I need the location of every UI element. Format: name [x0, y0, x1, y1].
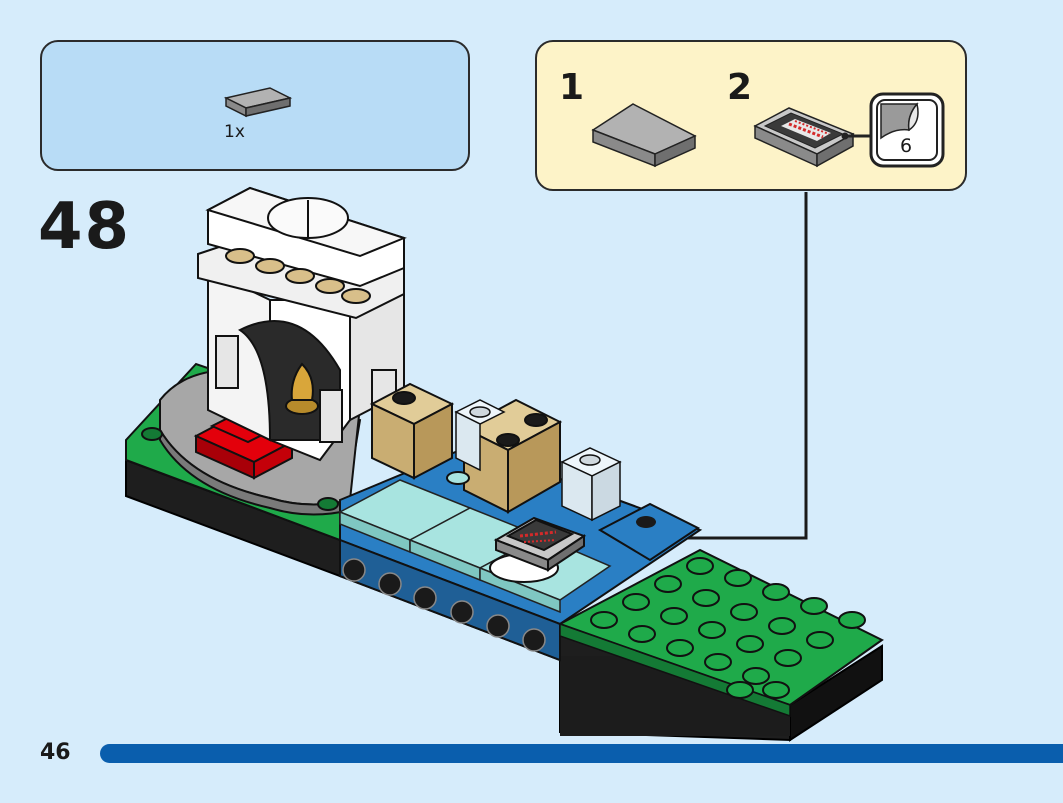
callout-illustration [591, 92, 945, 168]
new-printed-tile [489, 516, 587, 583]
part-quantity: 1x [224, 122, 245, 142]
sub-step-number: 2 [727, 67, 753, 108]
grey-tile-1x2-icon [591, 103, 697, 168]
eternal-flame [285, 362, 319, 415]
grey-tile-1x2-icon [223, 87, 293, 118]
sticker-number: 6 [900, 135, 913, 157]
printed-tile-with-sticker-icon [753, 107, 855, 168]
progress-bar-fill [100, 744, 1063, 763]
green-studs [590, 557, 866, 699]
sub-step-number: 1 [559, 67, 585, 108]
progress-bar [100, 744, 1063, 763]
technic-holes [342, 558, 546, 652]
page-number: 46 [40, 740, 71, 765]
sticker-sheet-icon [869, 92, 945, 168]
parts-list-box: 1x [40, 40, 470, 171]
arc-de-triomphe [197, 186, 407, 462]
sub-step-callout: 1 2 6 [535, 40, 967, 191]
clear-bricks [454, 399, 622, 522]
step-number: 48 [38, 190, 132, 264]
callout-arrow-line [604, 192, 808, 540]
